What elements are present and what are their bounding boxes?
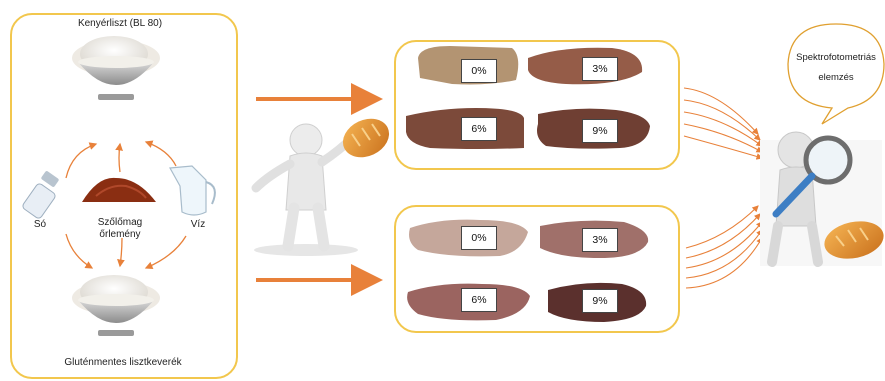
flour-bowl-bottom-icon — [72, 275, 160, 336]
top-sample-0-label: 0% — [461, 59, 497, 83]
water-jug-icon — [170, 166, 215, 215]
analysis-label-line1: Spektrofotometriás — [790, 48, 882, 68]
grape-seed-powder-icon — [82, 178, 156, 202]
flour-bowl-top-icon — [72, 36, 160, 100]
top-samples-panel — [394, 40, 680, 170]
top-sample-9-label: 9% — [582, 119, 618, 143]
bottom-sample-3-label: 3% — [582, 228, 618, 252]
analysis-arrows — [684, 88, 762, 288]
top-sample-6-label: 6% — [461, 117, 497, 141]
bottom-sample-0-label: 0% — [461, 226, 497, 250]
salt-shaker-icon — [21, 170, 59, 219]
bottom-sample-6-label: 6% — [461, 288, 497, 312]
analyst-with-magnifier-icon — [760, 132, 885, 266]
bottom-samples-panel — [394, 205, 680, 333]
analysis-label-line2: elemzés — [790, 68, 882, 88]
figure-holding-bread-icon — [254, 112, 395, 256]
top-sample-3-label: 3% — [582, 57, 618, 81]
analysis-label: Spektrofotometriás elemzés — [790, 48, 882, 88]
ingredient-arrows — [66, 142, 186, 268]
bottom-sample-9-label: 9% — [582, 289, 618, 313]
